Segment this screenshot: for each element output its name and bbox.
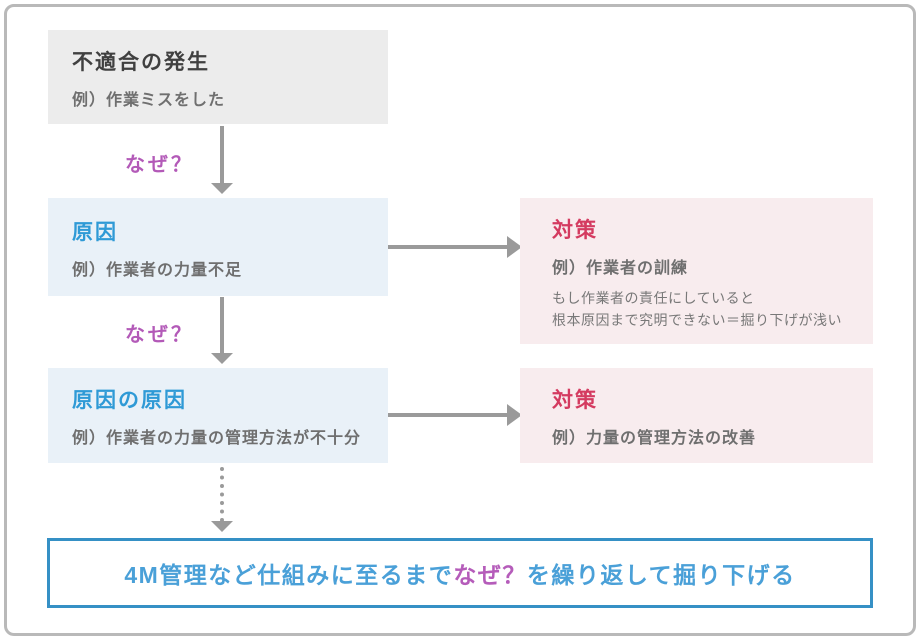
measure-box-2: 対策 例）力量の管理方法の改善 [520,368,873,463]
arrow-down-1-head [211,183,233,194]
problem-box: 不適合の発生 例）作業ミスをした [48,30,388,124]
measure-2-title: 対策 [552,389,598,412]
arrow-down-1-line [220,126,224,184]
cause-box: 原因 例）作業者の力量不足 [48,198,388,296]
measure-1-note: もし作業者の責任にしていると 根本原因まで究明できない＝掘り下げが浅い [552,287,849,331]
measure-box-1: 対策 例）作業者の訓練 もし作業者の責任にしていると 根本原因まで究明できない＝… [520,198,873,344]
arrow-right-2-line [388,413,508,417]
arrow-down-dotted-line [220,467,224,522]
root-cause-title: 原因の原因 [72,389,187,412]
problem-example: 例）作業ミスをした [72,92,226,110]
arrow-right-1-line [388,245,508,249]
why-label-1: なぜ？ [125,154,194,176]
arrow-down-2-line [220,297,224,354]
arrow-right-2-head [507,404,522,426]
measure-1-example: 例）作業者の訓練 [552,260,689,278]
root-cause-box: 原因の原因 例）作業者の力量の管理方法が不十分 [48,368,388,463]
footer-summary-text: 4M管理など仕組みに至るまでなぜ？を繰り返して掘り下げる [124,556,795,590]
arrow-right-1-head [507,236,522,258]
measure-1-note-line-1: もし作業者の責任にしていると [552,290,755,307]
arrow-down-dotted-head [211,521,233,532]
why-label-2: なぜ？ [125,324,194,346]
footer-text-highlight: なぜ？ [453,562,527,588]
measure-2-example: 例）力量の管理方法の改善 [552,430,757,448]
cause-example: 例）作業者の力量不足 [72,262,243,280]
problem-title: 不適合の発生 [72,51,210,74]
measure-1-title: 対策 [552,219,598,242]
root-cause-example: 例）作業者の力量の管理方法が不十分 [72,430,362,448]
arrow-down-2-head [211,353,233,364]
cause-title: 原因 [72,221,118,244]
footer-text-before: 4M管理など仕組みに至るまで [124,562,454,588]
footer-text-after: を繰り返して掘り下げる [526,562,796,588]
measure-1-note-line-2: 根本原因まで究明できない＝掘り下げが浅い [552,312,842,329]
footer-summary-box: 4M管理など仕組みに至るまでなぜ？を繰り返して掘り下げる [47,538,873,608]
